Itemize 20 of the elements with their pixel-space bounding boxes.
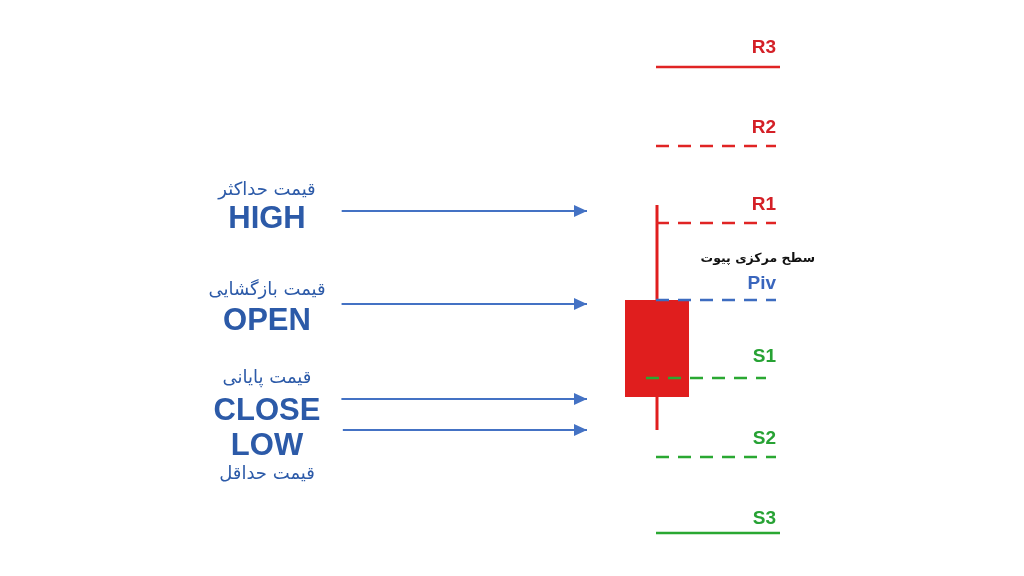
price-name: CLOSE [213,394,321,426]
price-name: HIGH [228,202,306,234]
price-caption: قیمت بازگشایی [208,278,326,300]
arrow [341,424,588,436]
price-name: LOW [230,429,304,461]
level-label: S2 [752,428,776,448]
level-label: R1 [751,194,776,214]
level-label: Piv [747,273,776,293]
level-label: R2 [751,117,776,137]
level-label: S3 [752,508,776,528]
arrow [340,298,588,310]
price-caption: قیمت پایانی [222,366,312,388]
arrow [340,205,588,217]
price-caption: قیمت حداقل [219,462,315,484]
price-caption: قیمت حداکثر [218,178,316,200]
price-name: OPEN [223,304,311,336]
arrow [340,393,588,405]
level-label: S1 [752,346,776,366]
level-label: R3 [751,37,776,57]
level-caption: سطح مرکزی پیوت [700,250,815,266]
